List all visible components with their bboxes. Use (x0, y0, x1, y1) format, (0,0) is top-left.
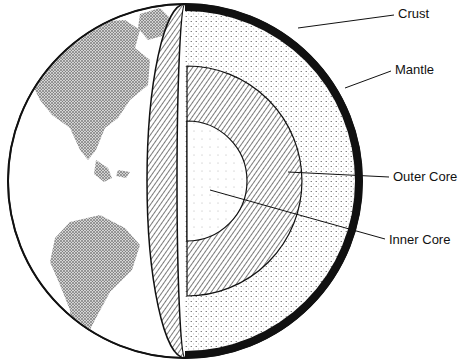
outer-core-layer (187, 66, 302, 296)
south-america (50, 215, 140, 345)
layer-label: Inner Core (387, 232, 452, 248)
globe-rim (8, 4, 362, 358)
globe-outline (8, 4, 362, 358)
mantle-layer (185, 11, 355, 351)
cut-face (147, 4, 185, 358)
crust-band (185, 4, 362, 358)
central-america (94, 160, 112, 182)
layer-label: Outer Core (391, 169, 459, 185)
leader-line (298, 15, 394, 28)
leader-line (288, 172, 389, 177)
leader-line (210, 190, 385, 239)
layer-label: Crust (396, 6, 431, 22)
inner-core-layer (187, 121, 247, 241)
leader-line (345, 71, 391, 88)
caribbean (116, 170, 130, 178)
north-america (30, 20, 150, 160)
layer-label: Mantle (393, 62, 436, 78)
